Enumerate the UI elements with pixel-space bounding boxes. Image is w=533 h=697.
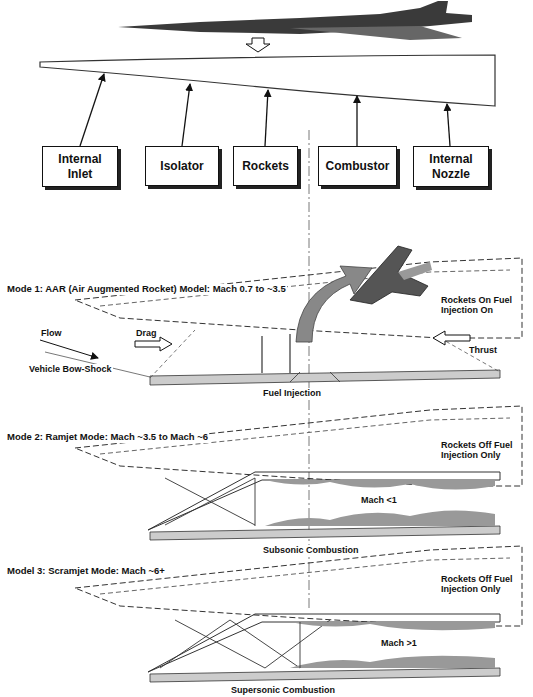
combustion-label: Supersonic Combustion [230,685,336,695]
status-note: Rockets On Fuel Injection On [440,295,520,316]
shock-label: Vehicle Bow-Shock [28,364,113,374]
reference-line [309,130,310,610]
component-label: Isolator [160,159,203,173]
force-label: Thrust [468,345,498,355]
status-note: Rockets Off Fuel Injection Only [440,440,520,461]
mode2-engine [75,406,522,540]
component-label: Internal Inlet [49,152,111,181]
component-box: Isolator [145,146,219,186]
mode-title: Mode 2: Ramjet Mode: Mach ~3.5 to Mach ~… [6,432,209,443]
combustion-label: Subsonic Combustion [262,545,360,555]
leader-arrows [80,74,450,146]
component-label: Rockets [242,159,289,173]
flow-regime: Mach >1 [380,638,418,648]
aircraft-silhouette [118,1,472,40]
flow-regime: Mach <1 [360,495,398,505]
force-label: Drag [135,328,158,338]
mode-title: Mode 1: AAR (Air Augmented Rocket) Model… [6,284,287,295]
flow-label: Flow [40,328,63,338]
component-label: Internal Nozzle [420,152,482,181]
component-label: Combustor [326,159,390,173]
mode-title: Model 3: Scramjet Mode: Mach ~6+ [6,566,166,577]
component-box: Combustor [318,146,397,186]
down-arrow [246,38,270,52]
component-box: Internal Inlet [42,146,118,187]
part-label: Fuel Injection [262,388,322,398]
component-box: Rockets [233,146,298,186]
component-box: Internal Nozzle [413,146,489,187]
status-note: Rockets Off Fuel Injection Only [440,574,520,595]
